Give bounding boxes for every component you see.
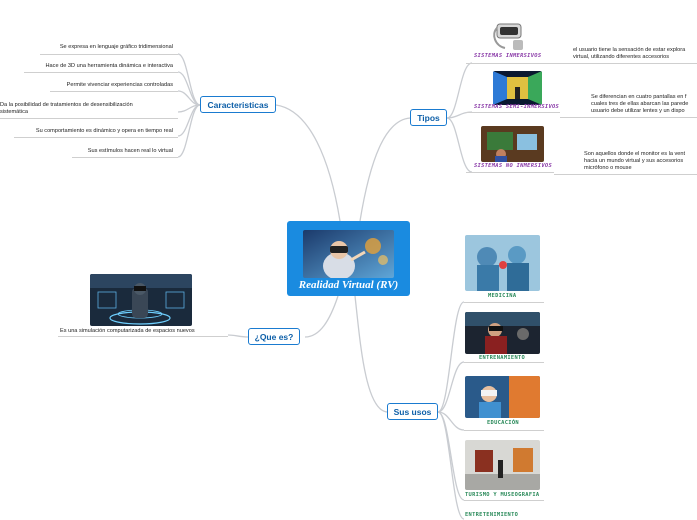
tipo-desc: hacia un mundo virtual y sus accesorios: [584, 158, 684, 164]
inmersivo-image: [491, 14, 527, 52]
leaf-underline: [466, 63, 548, 64]
leaf-underline: [0, 118, 178, 119]
leaf-underline: [466, 172, 554, 173]
leaf-underline: [58, 336, 228, 337]
leaf-underline: [464, 500, 544, 501]
caracteristica-item: Sus estímulos hacen real lo virtual: [87, 148, 173, 154]
que-es-image: [90, 274, 192, 326]
tipo-desc: Son aquellos donde el monitor es la vent: [584, 151, 686, 157]
medicina-image: [465, 235, 540, 291]
topic-que-es[interactable]: ¿Que es?: [248, 328, 300, 345]
leaf-underline: [464, 430, 544, 431]
tipo-desc: el usuario tiene la sensación de estar e…: [573, 47, 686, 53]
leaf-underline: [72, 157, 178, 158]
tipo-desc: virtual, utilizando diferentes accesorio…: [573, 54, 670, 60]
caracteristica-item-cont: sistemática: [0, 109, 28, 115]
leaf-underline: [40, 54, 178, 55]
topic-tipos[interactable]: Tipos: [410, 109, 447, 126]
uso-label: MEDICINA: [488, 293, 517, 299]
leaf-underline: [464, 302, 544, 303]
caracteristica-item: Hace de 3D una herramienta dinámica e in…: [45, 63, 173, 69]
leaf-underline: [466, 112, 560, 113]
turismo-image: [465, 440, 540, 490]
tipo-label: SISTEMAS SEMI-INMERSIVOS: [474, 104, 560, 110]
leaf-underline: [50, 91, 178, 92]
central-title: Realidad Virtual (RV): [298, 279, 399, 291]
leaf-underline: [24, 72, 178, 73]
educacion-image: [465, 376, 540, 418]
que-es-definition: Es una simulación computarizada de espac…: [60, 328, 195, 334]
leaf-underline: [14, 137, 178, 138]
leaf-underline: [548, 63, 697, 64]
tipo-desc: Se diferencian en cuatro pantallas en f: [591, 94, 687, 100]
tipo-label: SISTEMAS NO INMERSIVOS: [474, 163, 552, 169]
tipo-desc: cuales tres de ellas abarcan las parede: [591, 101, 689, 107]
caracteristica-item: Su comportamiento es dinámico y opera en…: [35, 128, 173, 134]
semi-inmersivo-image: [493, 71, 542, 105]
leaf-underline: [464, 362, 544, 363]
uso-label: ENTRETENIMIENTO: [465, 512, 519, 518]
uso-label: ENTRENAMIENTO: [479, 355, 526, 361]
leaf-underline: [560, 117, 697, 118]
caracteristica-item: Da la posibilidad de tratamientos de des…: [0, 102, 133, 108]
caracteristica-item: Permite vivenciar experiencias controlad…: [66, 82, 173, 88]
central-topic[interactable]: Realidad Virtual (RV): [287, 221, 410, 296]
leaf-underline: [554, 174, 697, 175]
entrenamiento-image: [465, 312, 540, 354]
topic-caracteristicas[interactable]: Caracteristicas: [200, 96, 276, 113]
caracteristica-item: Se expresa en lenguaje gráfico tridimens…: [59, 44, 173, 50]
uso-label: EDUCACIÓN: [487, 420, 519, 426]
tipo-desc: usuario debe utilizar lentes y un dispo: [591, 108, 685, 114]
topic-sus-usos[interactable]: Sus usos: [387, 403, 438, 420]
uso-label: TURISMO Y MUSEOGRAFIA: [465, 492, 540, 498]
tipo-desc: micrófono o mouse: [584, 165, 632, 171]
vr-headset-image: [303, 230, 394, 278]
tipo-label: SISTEMAS INMERSIVOS: [474, 53, 542, 59]
no-inmersivo-image: [481, 126, 544, 162]
